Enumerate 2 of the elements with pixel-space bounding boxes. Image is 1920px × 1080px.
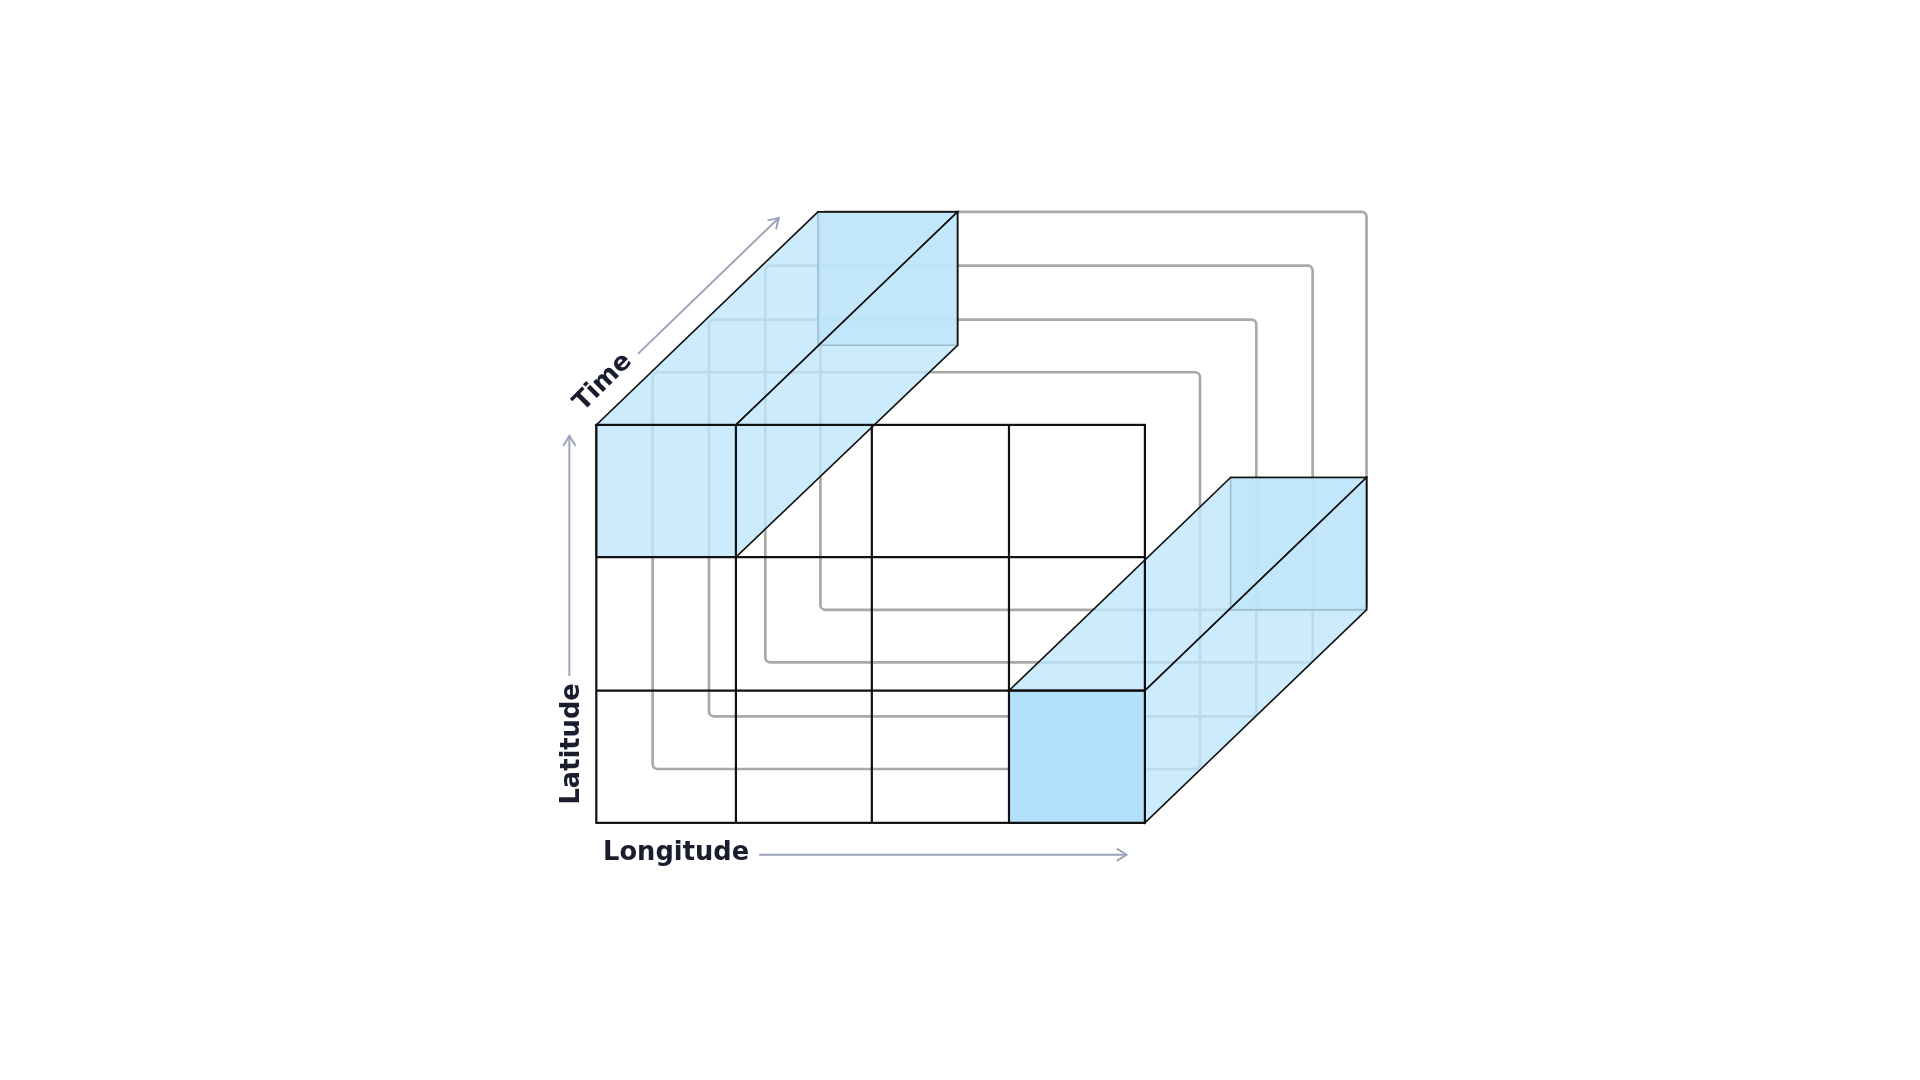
- axis-label: Latitude: [557, 682, 584, 804]
- axis-label: Longitude: [603, 838, 750, 864]
